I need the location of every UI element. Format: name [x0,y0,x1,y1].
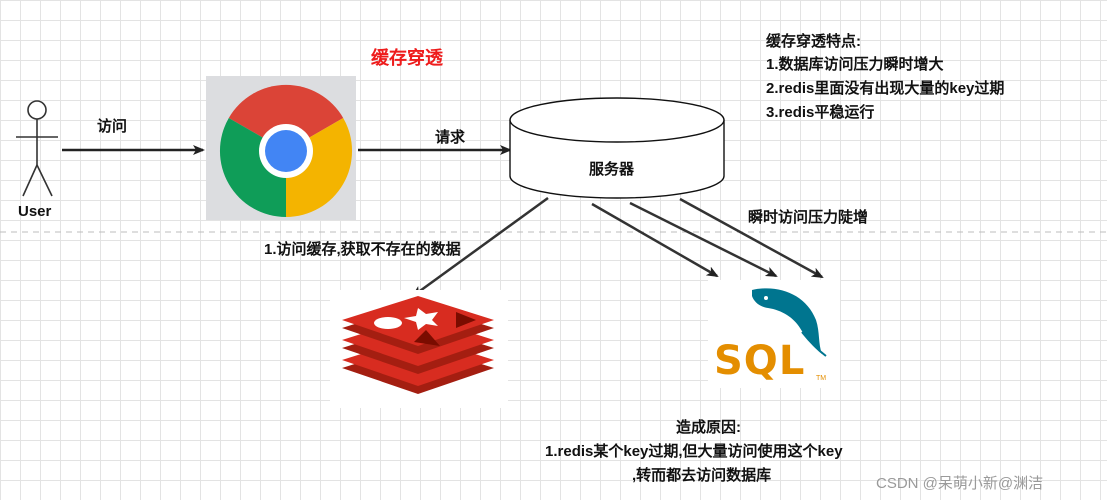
watermark: CSDN @呆萌小新@渊洁 [876,475,1044,492]
mysql-logo: SQL TM [708,280,840,388]
arrow-server-to-redis [411,196,549,298]
chrome-browser-logo [206,76,356,220]
user-label: User [18,203,52,220]
feature-item-3: 3.redis平稳运行 [766,104,875,121]
cause-line-2: ,转而都去访问数据库 [632,467,772,484]
features-heading: 缓存穿透特点: [766,33,861,50]
feature-item-1: 1.数据库访问压力瞬时增大 [766,56,944,73]
cause-heading: 造成原因: [676,419,741,436]
dolphin-icon [752,288,827,357]
chrome-icon [219,84,353,218]
redis-logo [330,290,508,408]
page-title: 缓存穿透 [371,48,443,68]
redis-icon [342,296,494,394]
edge-label-visit: 访问 [97,118,128,135]
edge-label-request: 请求 [435,129,466,146]
feature-item-2: 2.redis里面没有出现大量的key过期 [766,80,1005,97]
arrow-server-to-mysql-2 [629,201,778,278]
cause-line-1: 1.redis某个key过期,但大量访问使用这个key [545,443,843,460]
edge-label-pressure: 瞬时访问压力陡增 [748,209,869,226]
mysql-sql-text: SQL [714,338,806,384]
arrow-server-to-mysql-1 [591,202,719,278]
server-cylinder [509,97,725,199]
arrow-server-to-mysql-3 [679,197,824,279]
edge-label-cache: 1.访问缓存,获取不存在的数据 [264,241,461,258]
mysql-tm-text: TM [816,375,827,382]
user-icon [16,100,58,197]
server-label: 服务器 [589,161,635,178]
